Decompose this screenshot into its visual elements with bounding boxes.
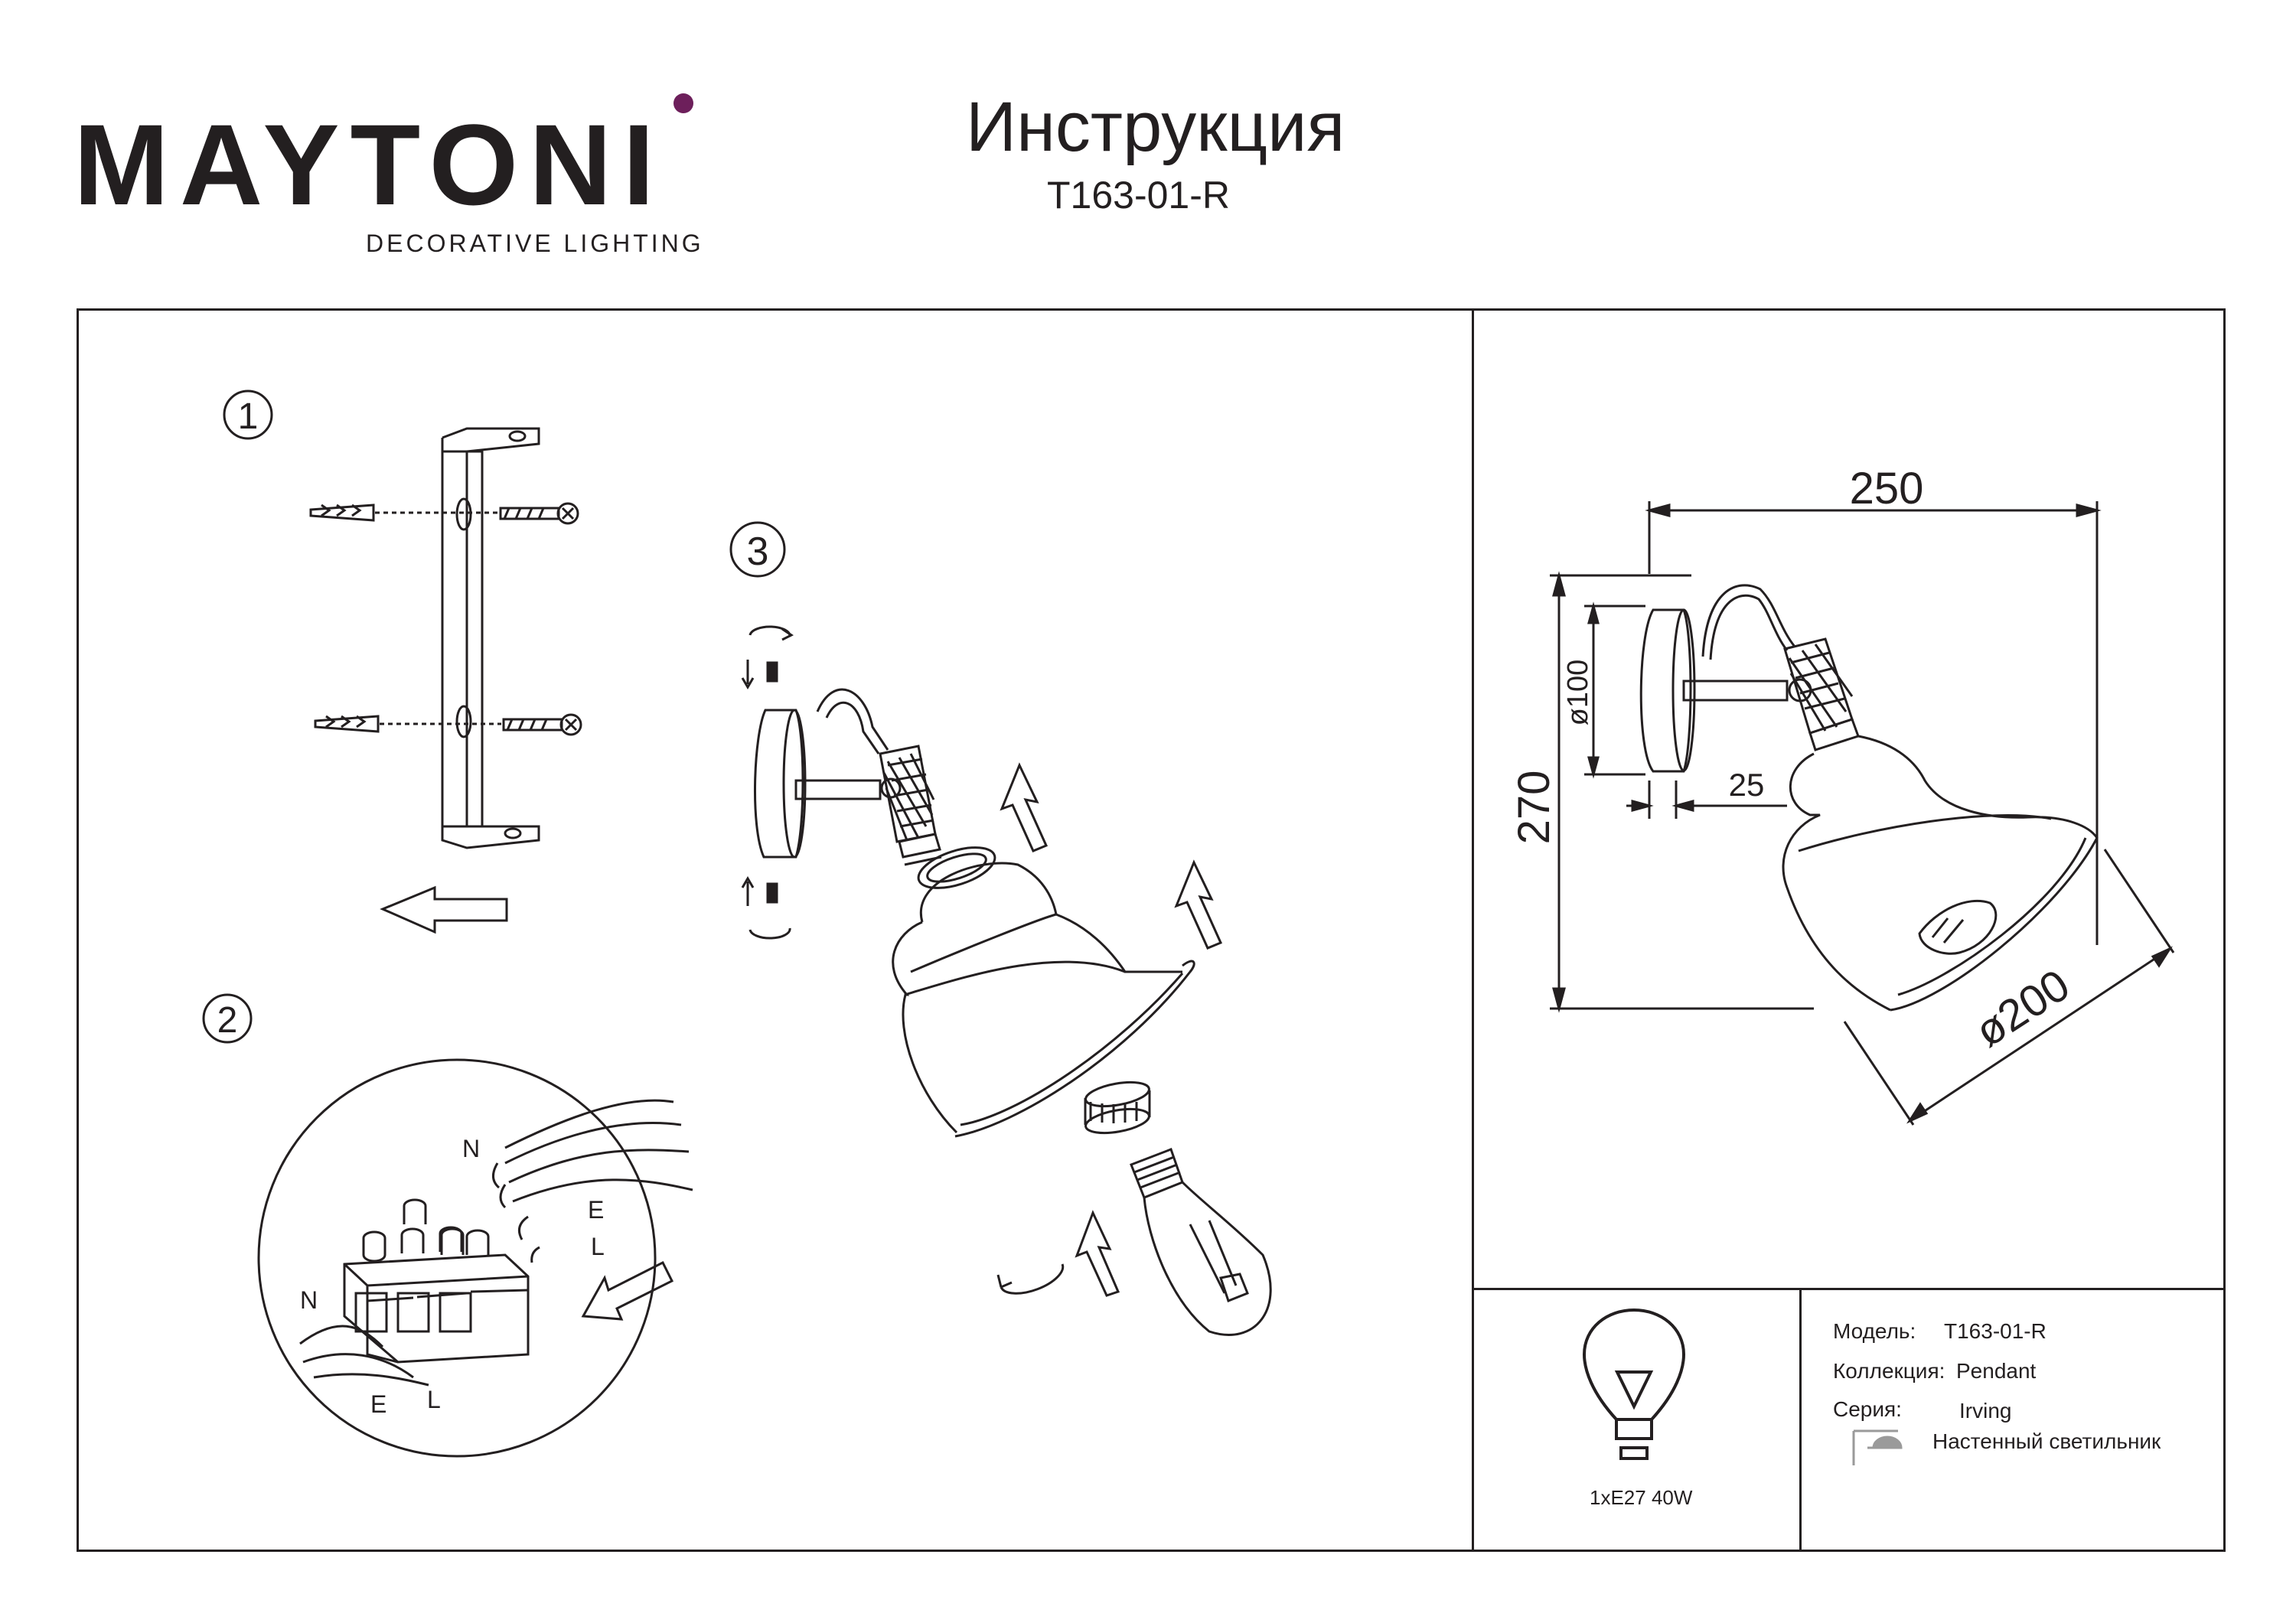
step3-number: 3 [747,530,769,574]
frame-divider-horizontal [1472,1288,2226,1290]
socket-ring [1084,1080,1151,1135]
arrow-up-icon [741,876,755,906]
model-code: T163-01-R [1047,174,1230,217]
lamp-shade [892,862,1195,1138]
instruction-frame [77,308,2226,1552]
wall-plate [754,709,804,859]
dimension-height-label: 270 [1509,771,1559,845]
rotate-icon [1000,1263,1065,1295]
bulb-icon [1582,1308,1686,1460]
rotate-icon [748,625,791,637]
edison-bulb [1130,1148,1272,1336]
assembly-arrow-icon [1075,1210,1120,1297]
spec-type-value: Настенный светильник [1932,1429,2161,1453]
step2-number: 2 [217,1000,238,1041]
dimension-offset-label: 25 [1729,767,1765,803]
dowel-and-screw-top [309,502,579,525]
assembly-arrow-icon [1174,859,1223,950]
step1-illustration: 1 [223,389,582,934]
frame-divider-vertical [1472,308,1474,1552]
wiring-detail-circle [257,1058,657,1458]
dimension-line-shade [1909,947,2170,1123]
step1-number: 1 [238,396,259,437]
logo-subtitle: DECORATIVE LIGHTING [366,230,704,257]
step3-illustration: 3 [729,521,1272,1336]
logo-accent-dot [673,93,693,113]
wire-label-l-bottom: L [427,1386,441,1413]
logo-wordmark: MAYTONI [73,100,666,229]
spec-collection-label: Коллекция: [1833,1359,1945,1383]
mounting-bracket [441,427,540,849]
document-title: Инструкция [966,88,1345,166]
spec-series-value: Irving [1959,1399,2012,1423]
dimension-shade-diameter-label: ø200 [1966,960,2078,1057]
wire-label-e: E [588,1196,604,1224]
spec-divider [1799,1288,1802,1552]
wiring-arrow-icon [581,1260,674,1321]
arrow-down-icon [741,660,755,689]
shade-ring [917,846,996,889]
wire-label-l: L [591,1233,605,1260]
wire-label-n-left: N [300,1286,318,1314]
dowel-and-screw-bottom [314,713,582,736]
step2-badge [202,993,253,1044]
screw-icon [766,882,778,904]
spec-series-label: Серия: [1833,1397,1902,1421]
step1-badge [223,389,273,440]
wire-label-e-bottom: E [370,1390,386,1418]
dimension-base-diameter-label: ø100 [1562,660,1594,726]
wire-label-n-top: N [462,1135,480,1162]
spec-model-value: T163-01-R [1944,1319,2047,1343]
step2-illustration: 2 N E L N E L [202,993,693,1458]
wall-lamp-icon [1852,1429,1903,1465]
dimension-drawing: 250 270 ø100 25 [1509,464,2175,1126]
rotate-icon [748,927,791,940]
lamp-side-view [1639,584,2099,1012]
spec-model-label: Модель: [1833,1319,1916,1343]
assembly-arrow-icon [1000,762,1049,852]
step3-badge [729,521,786,578]
terminal-block [343,1198,530,1364]
lamp-fitter [879,745,942,866]
spec-collection-value: Pendant [1956,1359,2037,1383]
screw-icon [766,661,778,683]
bulb-spec: 1xE27 40W [1590,1486,1693,1509]
dimension-width-label: 250 [1850,464,1924,513]
direction-arrow-left-icon [380,885,508,934]
